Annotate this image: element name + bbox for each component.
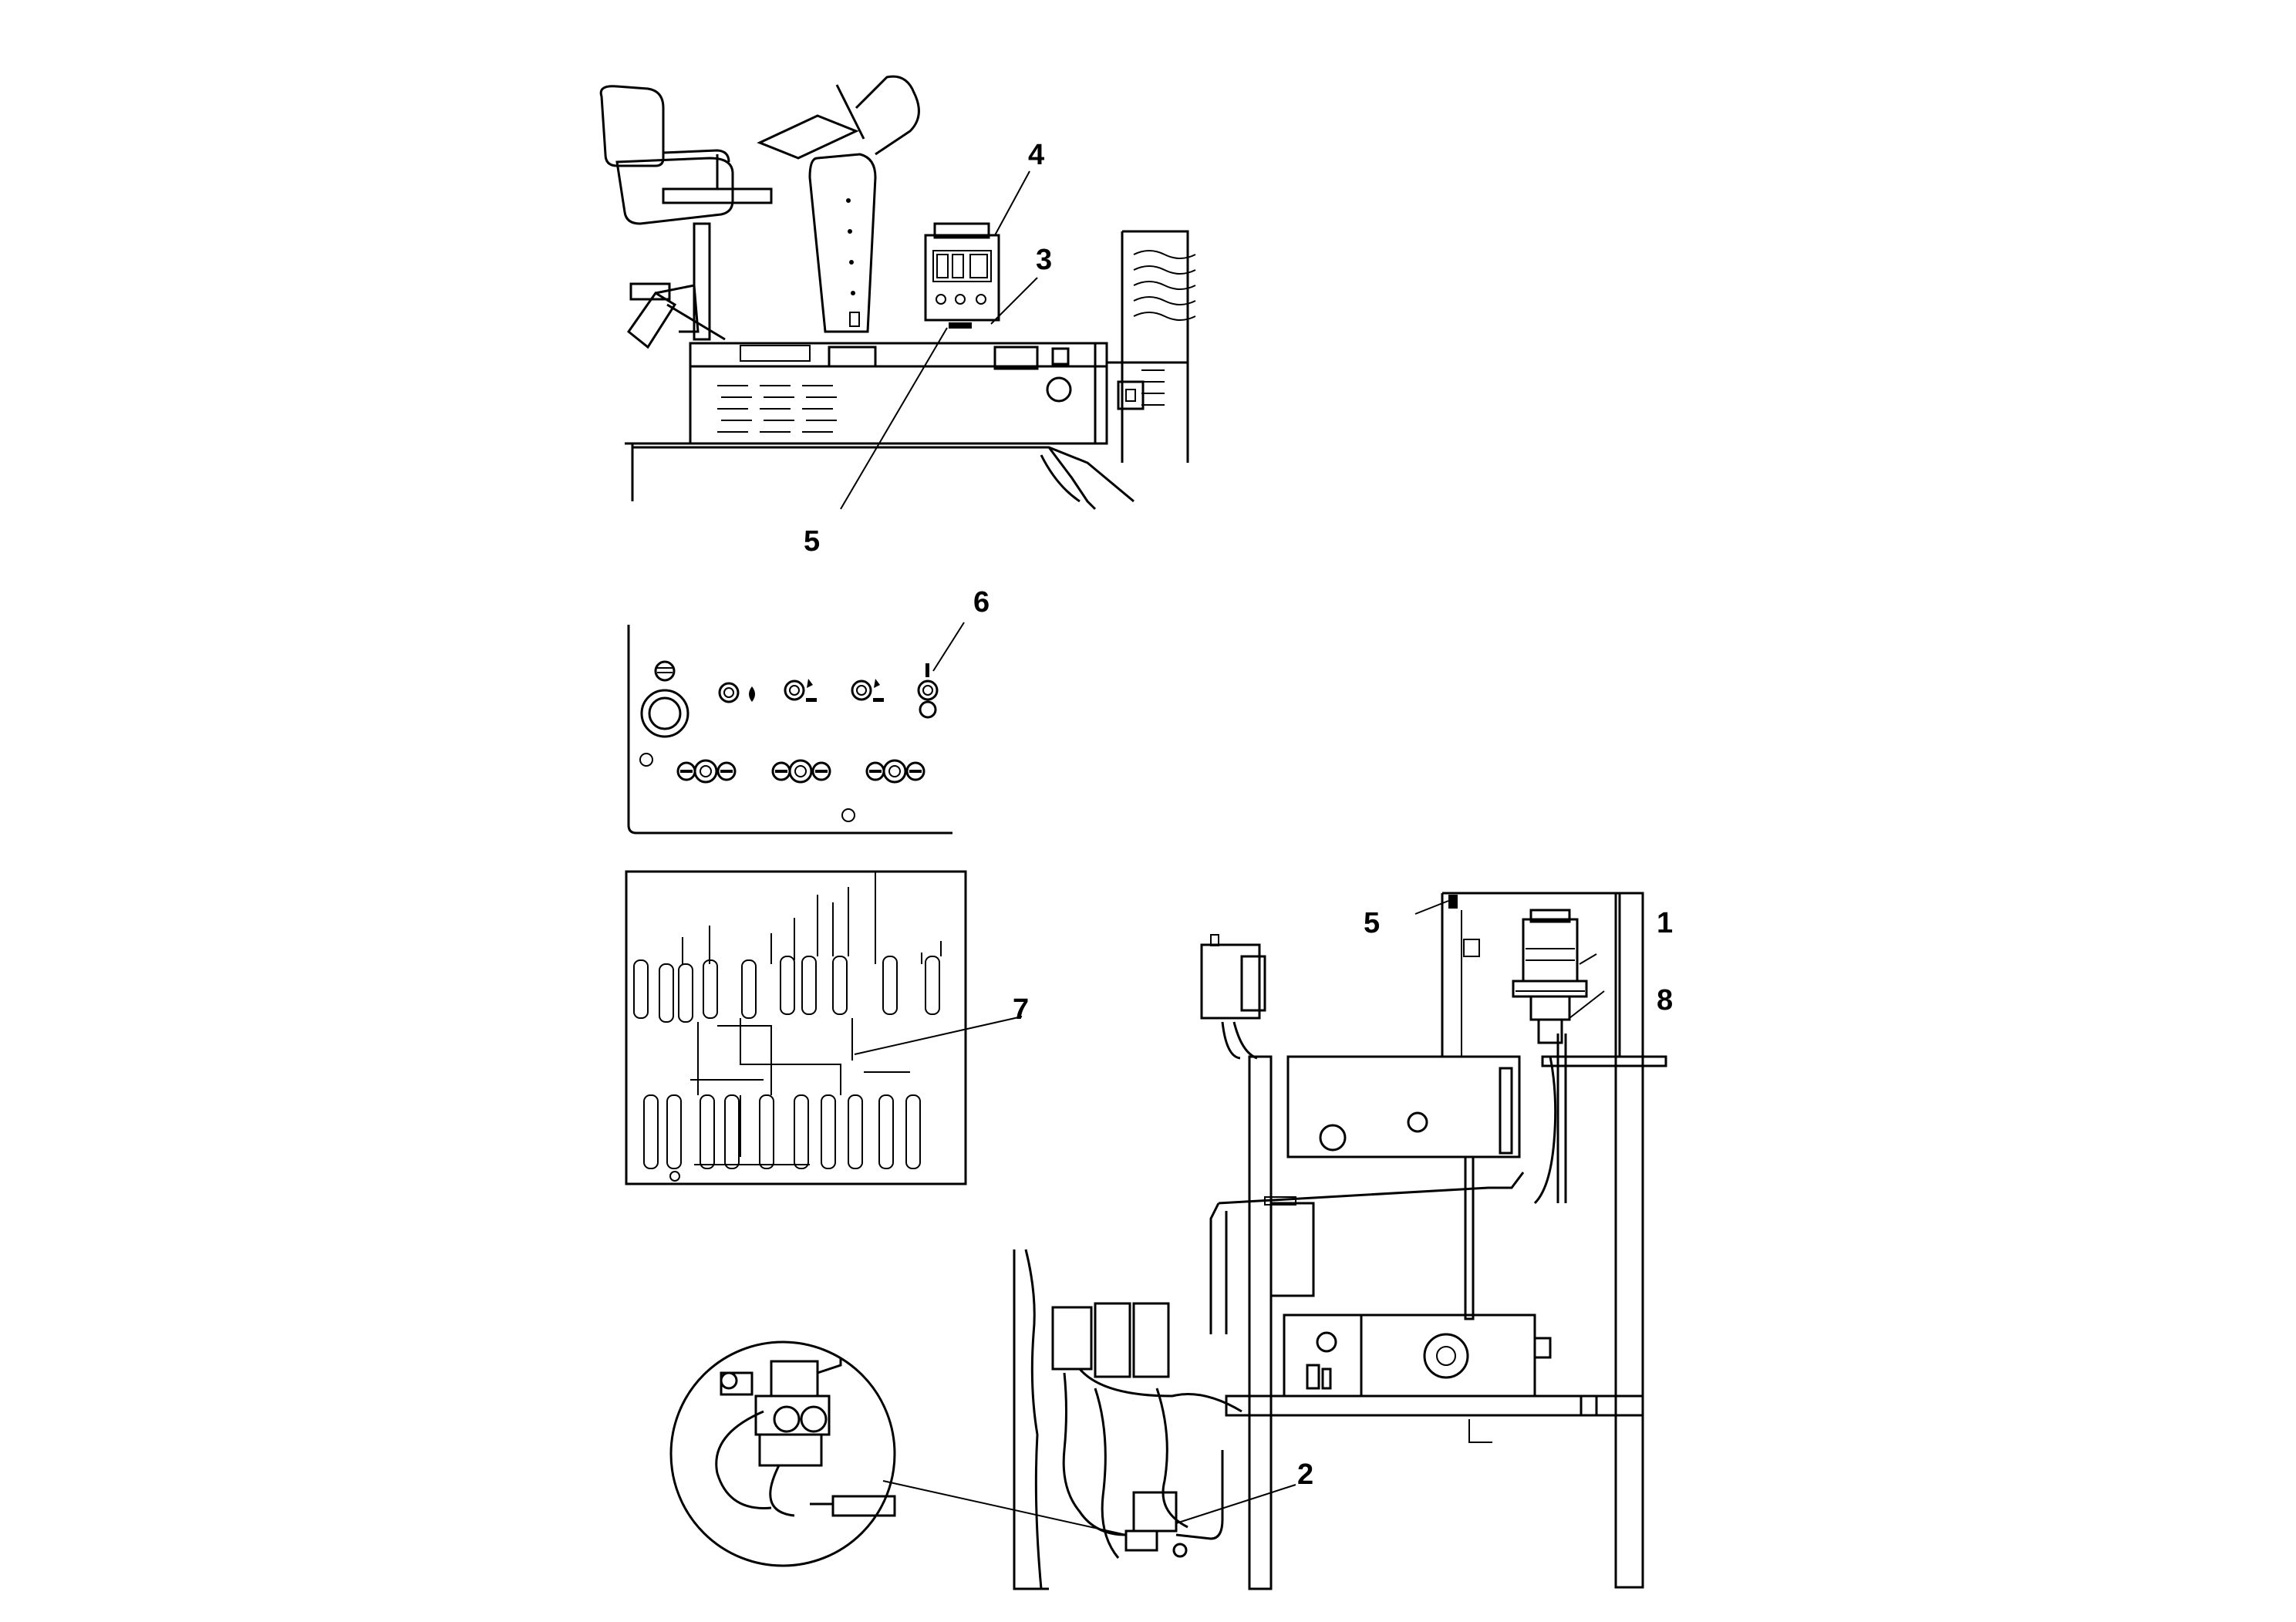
- right-vent: [1133, 250, 1196, 406]
- callout-3: 3: [1036, 244, 1053, 276]
- callout-8: 8: [1657, 984, 1674, 1017]
- callout-1: 1: [1657, 907, 1674, 939]
- callout-7: 7: [1013, 993, 1030, 1026]
- console-vent: [717, 385, 837, 433]
- relay-row-bottom: [643, 1094, 921, 1169]
- relay-row-top: [633, 956, 940, 1023]
- callout-5-top: 5: [804, 525, 821, 558]
- callout-5-bottom: 5: [1364, 907, 1381, 939]
- callout-4: 4: [1028, 139, 1045, 171]
- control-panel-view: [627, 622, 965, 835]
- toggle-group: [676, 759, 925, 784]
- detail-magnifier: [669, 1340, 1127, 1567]
- wiring-board-view: [625, 870, 1023, 1185]
- callout-6: 6: [973, 586, 990, 619]
- callout-2: 2: [1297, 1458, 1314, 1491]
- machine-frame-view: [1013, 892, 1667, 1590]
- operator-platform-view: [599, 75, 1196, 511]
